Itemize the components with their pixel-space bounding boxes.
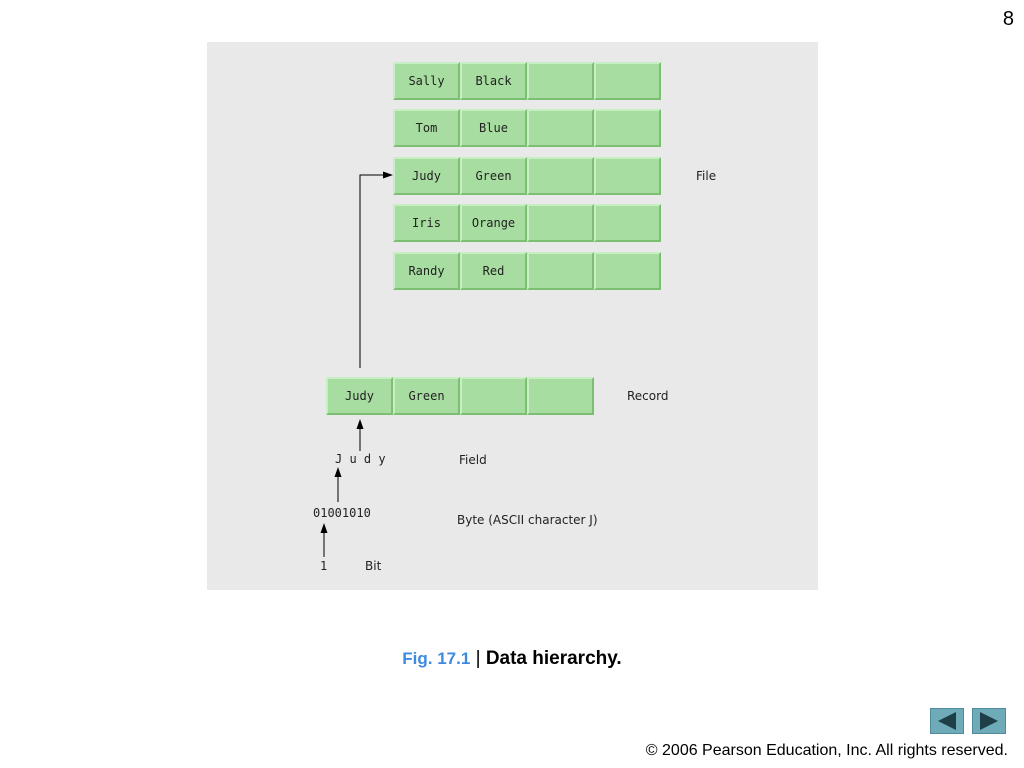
arrowhead-icon [334,467,342,477]
field-cell: Tom [393,109,460,147]
field-cell [527,377,594,415]
file-label: File [696,169,717,183]
field-cell: Red [460,252,527,290]
triangle-left-icon [938,712,956,730]
figure-caption: Fig. 17.1 | Data hierarchy. [0,648,1024,670]
field-cell: Randy [393,252,460,290]
triangle-right-icon [980,712,998,730]
arrowhead-icon [320,523,328,533]
field-cell: Sally [393,62,460,100]
next-slide-button[interactable] [972,708,1006,734]
field-cell: Judy [393,157,460,195]
copyright-notice: © 2006 Pearson Education, Inc. All right… [645,742,1008,759]
field-cell [594,204,661,242]
previous-slide-button[interactable] [930,708,964,734]
record-to-file-arrow [359,174,385,368]
field-cell [594,62,661,100]
field-cell: Black [460,62,527,100]
field-cell [527,109,594,147]
figure-title: Data hierarchy. [485,648,622,669]
arrowhead-icon [356,419,364,429]
figure-number: Fig. 17.1 [402,649,471,668]
record-label: Record [627,389,669,403]
field-cell [527,204,594,242]
field-cell [527,62,594,100]
field-cell: Green [393,377,460,415]
bit-value: 1 [320,559,328,573]
field-cell: Judy [326,377,393,415]
field-cell [527,157,594,195]
field-cell [594,109,661,147]
field-cell: Blue [460,109,527,147]
caption-separator: | [470,648,486,669]
bit-label: Bit [365,559,382,573]
byte-value: 01001010 [313,506,371,520]
field-cell: Green [460,157,527,195]
field-value: J u d y [335,452,386,466]
field-cell [460,377,527,415]
arrowhead-icon [383,171,393,179]
field-cell [594,252,661,290]
data-hierarchy-diagram: Sally Black Tom Blue Judy Green Iris Ora… [207,42,818,590]
byte-label: Byte (ASCII character J) [457,513,598,527]
page-number: 8 [1002,8,1014,30]
field-cell [527,252,594,290]
hierarchy-arrows [320,171,393,557]
field-label: Field [459,453,487,467]
field-cell [594,157,661,195]
field-cell: Orange [460,204,527,242]
field-cell: Iris [393,204,460,242]
